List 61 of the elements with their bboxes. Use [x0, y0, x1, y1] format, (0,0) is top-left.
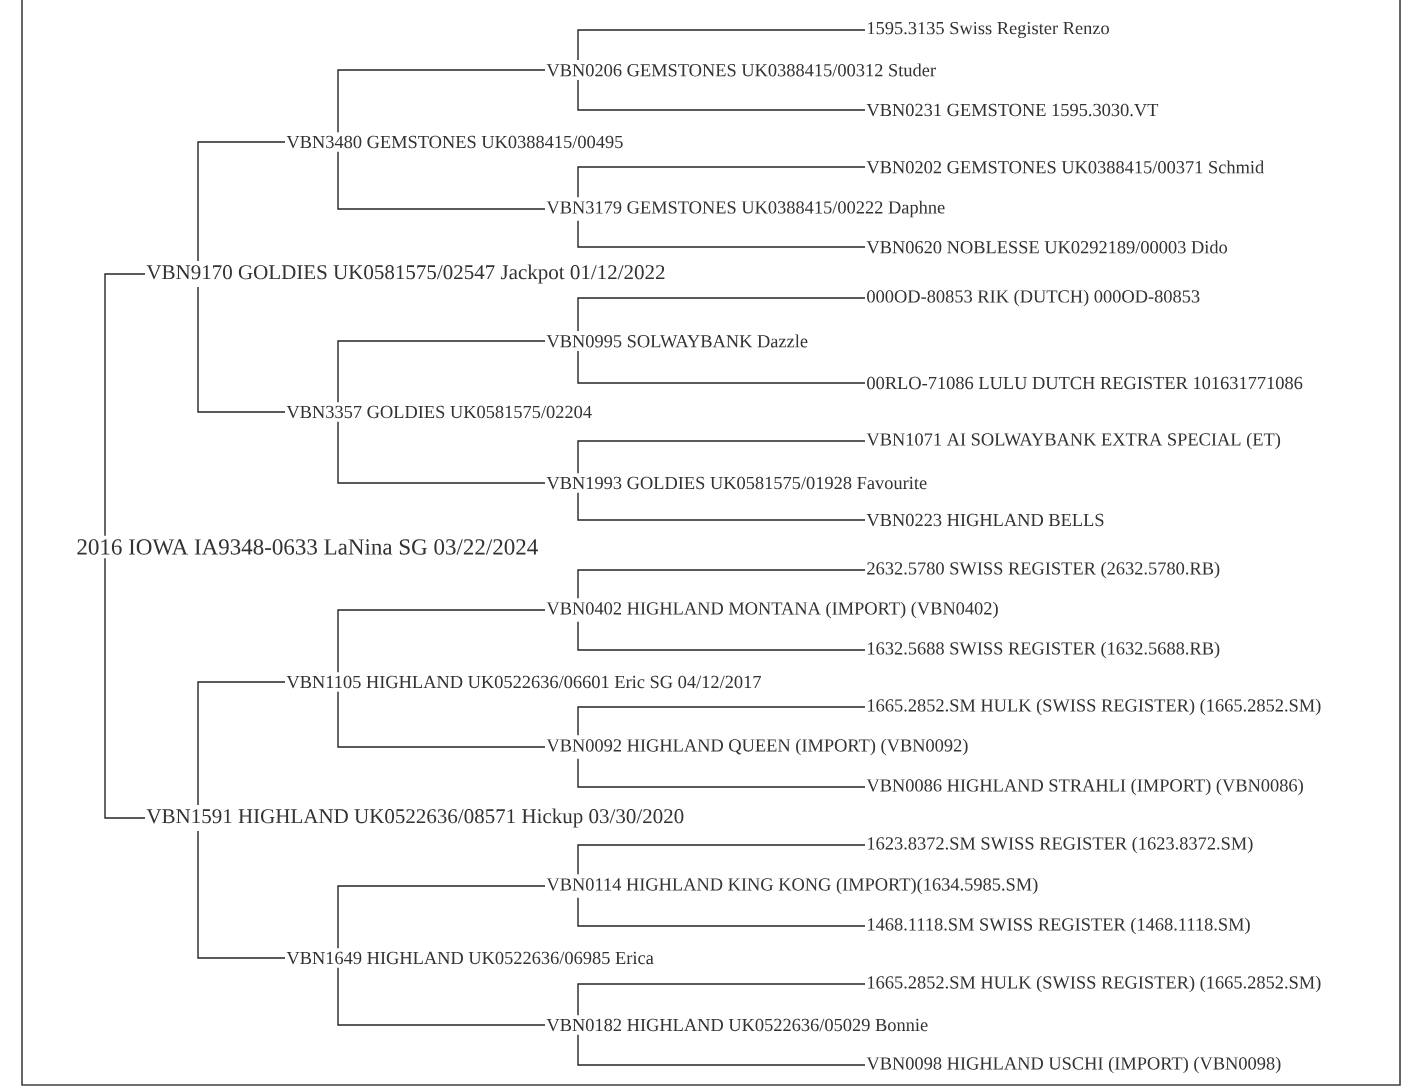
pedigree-entry: 1632.5688 SWISS REGISTER (1632.5688.RB): [868, 641, 1220, 659]
pedigree-entry: VBN1993 GOLDIES UK0581575/01928 Favourite: [546, 476, 927, 490]
pedigree-entry: VBN3357 GOLDIES UK0581575/02204: [286, 405, 592, 419]
pedigree-entry: VBN0402 HIGHLAND MONTANA (IMPORT) (VBN0402): [546, 601, 998, 619]
connector-line: [337, 420, 546, 484]
pedigree-entry: VBN3179 GEMSTONES UK0388415/00222 Daphne: [546, 200, 945, 218]
pedigree-entry: 00RLO-71086 LULU DUTCH REGISTER 101631771086: [867, 376, 1303, 390]
pedigree-entry: VBN1591 HIGHLAND UK0522636/08571 Hickup 03/30/2020: [146, 808, 684, 828]
connector-line: [577, 29, 866, 61]
pedigree-entry: VBN0206 GEMSTONES UK0388415/00312 Studer: [546, 63, 936, 77]
pedigree-entry: 1468.1118.SM SWISS REGISTER (1468.1118.SM): [868, 917, 1250, 935]
pedigree-entry: VBN0231 GEMSTONE 1595.3030.VT: [866, 103, 1159, 117]
connector-line: [577, 350, 866, 384]
pedigree-entry: 2632.5780 SWISS REGISTER (2632.5780.RB): [867, 561, 1220, 579]
pedigree-entry: 1665.2852.SM HULK (SWISS REGISTER) (1665.2852.SM): [868, 698, 1321, 716]
connector-line: [577, 491, 866, 521]
pedigree-entry: VBN0114 HIGHLAND KING KONG (IMPORT)(1634.5985.SM): [546, 877, 1038, 895]
connector-line: [104, 273, 146, 537]
connector-line: [577, 758, 866, 788]
connector-line: [104, 557, 146, 819]
connector-line: [197, 681, 286, 806]
pedigree-entry: VBN0995 SOLWAYBANK Dazzle: [546, 334, 808, 348]
pedigree-entry: VBN9170 GOLDIES UK0581575/02547 Jackpot 01/12/2022: [146, 264, 665, 284]
pedigree-entry: VBN1105 HIGHLAND UK0522636/06601 Eric SG 04/12/2017: [286, 675, 761, 689]
connector-line: [577, 621, 866, 651]
pedigree-entry: 1623.8372.SM SWISS REGISTER (1623.8372.SM): [868, 836, 1253, 854]
pedigree-entry: VBN0223 HIGHLAND BELLS: [866, 513, 1104, 527]
pedigree-entry: VBN0182 HIGHLAND UK0522636/05029 Bonnie: [546, 1018, 928, 1032]
connector-line: [577, 1033, 866, 1066]
pedigree-entry: VBN0620 NOBLESSE UK0292189/00003 Dido: [866, 240, 1228, 254]
pedigree-entry: 2016 IOWA IA9348-0633 LaNina SG 03/22/2024: [77, 539, 538, 555]
pedigree-entry: 1595.3135 Swiss Register Renzo: [868, 21, 1109, 39]
connector-line: [197, 141, 286, 262]
pedigree-entry: 1665.2852.SM HULK (SWISS REGISTER) (1665.2852.SM): [868, 975, 1321, 993]
pedigree-entry: 000OD-80853 RIK (DUTCH) 000OD-80853: [867, 289, 1200, 307]
connector-line: [577, 569, 866, 599]
connector-line: [337, 340, 546, 404]
connector-line: [337, 609, 546, 674]
pedigree-entry: VBN3480 GEMSTONES UK0388415/00495: [286, 135, 623, 149]
connector-line: [337, 966, 546, 1026]
connector-line: [577, 897, 866, 927]
connector-line: [577, 983, 866, 1017]
connector-line: [197, 830, 286, 959]
pedigree-entry: VBN0092 HIGHLAND QUEEN (IMPORT) (VBN0092): [546, 738, 968, 756]
pedigree-entry: VBN0086 HIGHLAND STRAHLI (IMPORT) (VBN0086): [866, 778, 1303, 796]
pedigree-entry: VBN1649 HIGHLAND UK0522636/06985 Erica: [286, 951, 654, 965]
connector-line: [577, 166, 866, 198]
connector-line: [337, 690, 546, 748]
connector-line: [577, 220, 866, 248]
connector-line: [197, 286, 286, 413]
pedigree-entry: VBN0098 HIGHLAND USCHI (IMPORT) (VBN0098): [866, 1056, 1281, 1074]
connector-line: [577, 297, 866, 332]
connector-line: [337, 150, 546, 210]
connector-line: [337, 69, 546, 134]
connector-line: [577, 706, 866, 736]
connector-line: [577, 844, 866, 875]
connector-line: [337, 885, 546, 950]
connector-line: [577, 79, 866, 111]
pedigree-entry: VBN0202 GEMSTONES UK0388415/00371 Schmid: [866, 160, 1264, 174]
pedigree-entry: VBN1071 AI SOLWAYBANK EXTRA SPECIAL (ET): [866, 432, 1281, 450]
connector-line: [577, 440, 866, 475]
